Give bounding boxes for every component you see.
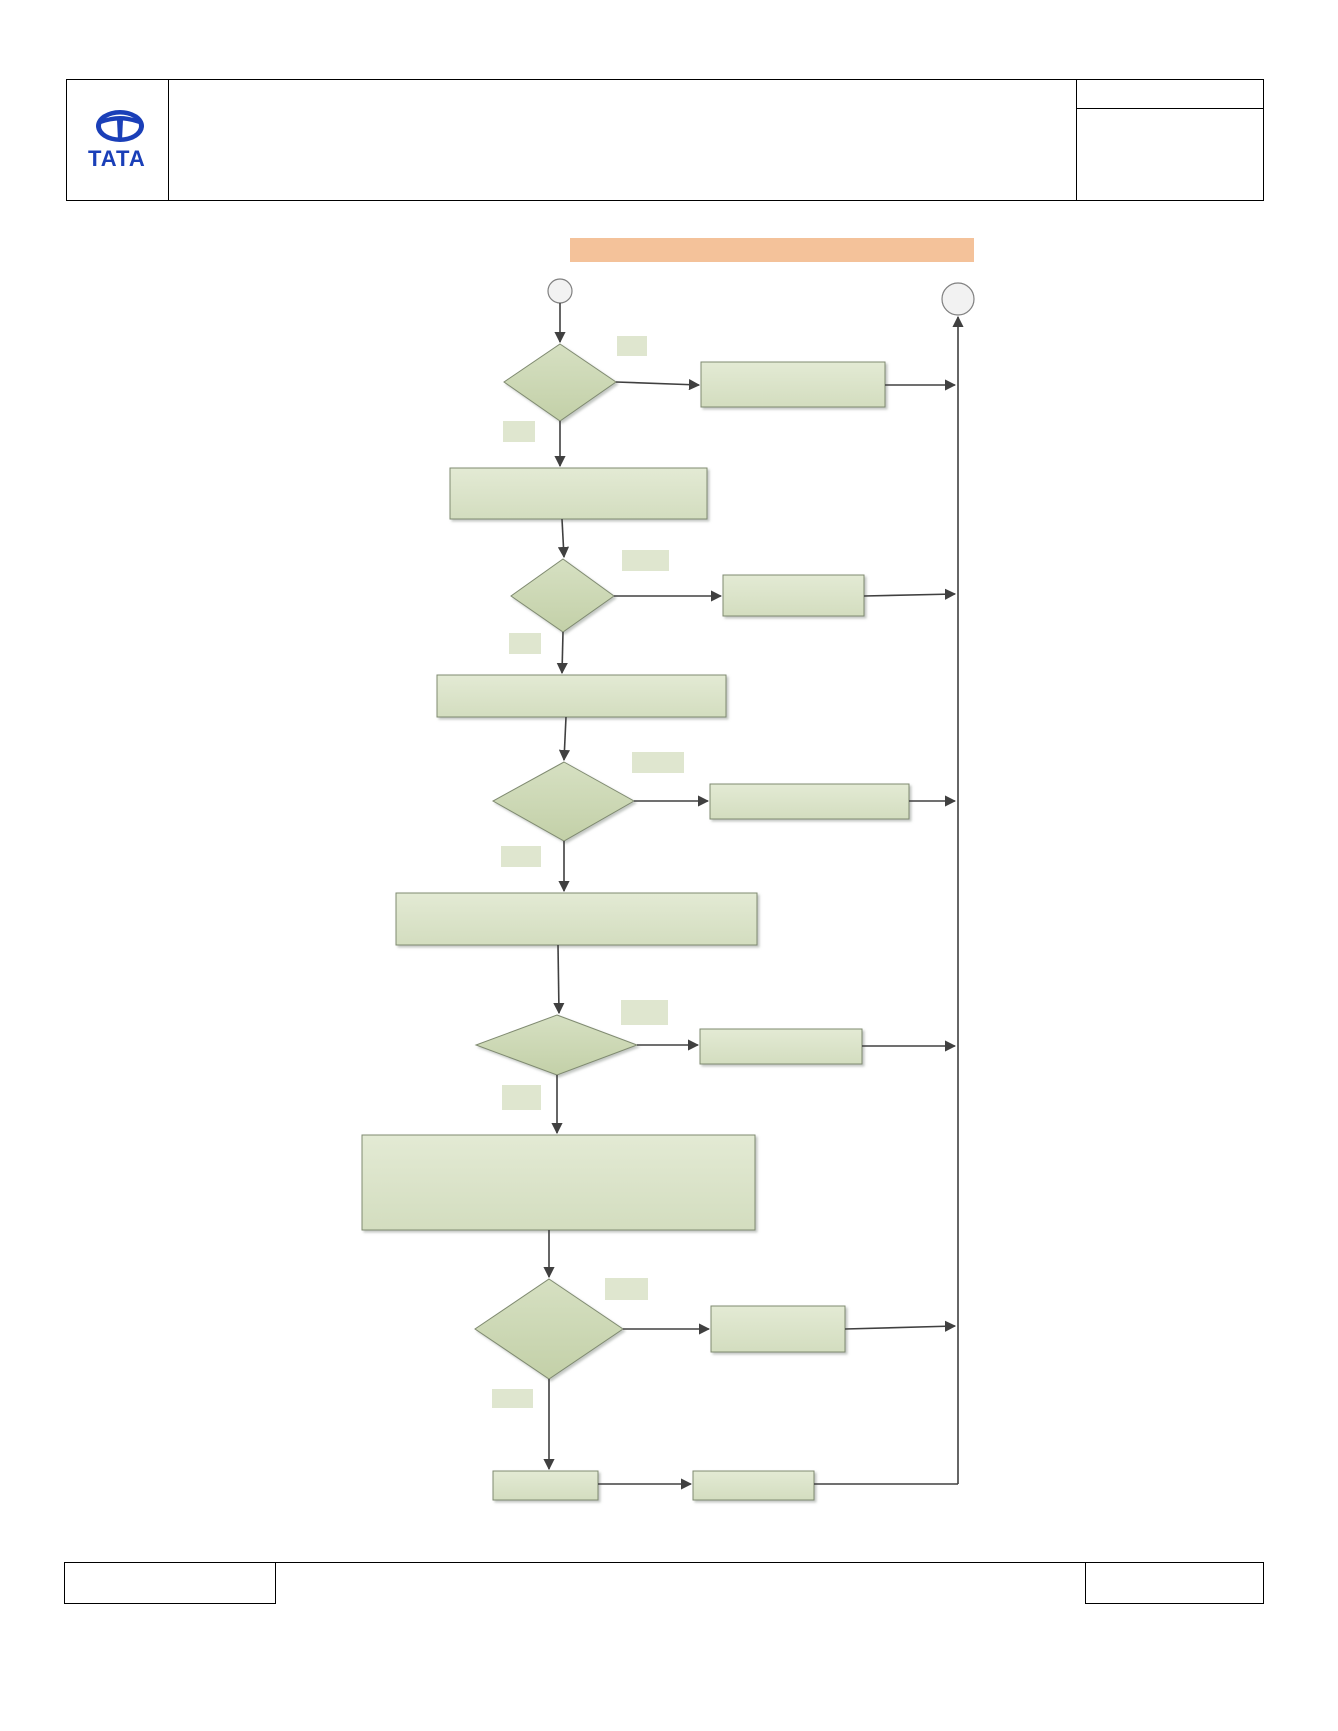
side-action-3	[709, 783, 910, 820]
end-terminator	[941, 282, 975, 316]
connector	[615, 379, 701, 391]
tata-logo-icon	[96, 110, 144, 142]
header-divider-meta	[1076, 108, 1264, 109]
header-divider-right	[1076, 79, 1077, 201]
decision-4	[474, 1014, 639, 1076]
no-label-1	[503, 421, 535, 442]
connector	[557, 518, 570, 559]
yes-label-4	[621, 1000, 668, 1025]
document-header	[66, 79, 1264, 201]
side-action-4	[699, 1028, 863, 1065]
side-action-5	[710, 1305, 846, 1353]
final-step-1	[492, 1470, 599, 1501]
yes-label-3	[632, 752, 684, 773]
side-action-1	[700, 361, 886, 408]
no-label-5	[492, 1389, 533, 1408]
process-box-3	[395, 892, 758, 946]
connector	[558, 716, 571, 762]
tata-logo-wordmark: TATA	[88, 146, 146, 171]
connector	[556, 631, 568, 675]
no-label-4	[502, 1085, 541, 1110]
side-action-2	[722, 574, 865, 617]
connector	[553, 944, 565, 1015]
yes-label-2	[622, 550, 669, 571]
decision-1	[503, 343, 617, 422]
no-label-2	[509, 633, 541, 654]
footer-right-box	[1085, 1562, 1264, 1604]
final-step-2	[692, 1470, 815, 1501]
footer-rule	[276, 1562, 1086, 1563]
yes-label-5	[605, 1278, 648, 1300]
start-terminator	[547, 278, 573, 304]
connector	[844, 1320, 957, 1332]
process-box-2	[436, 674, 727, 718]
process-box-1	[449, 467, 708, 520]
footer-left-box	[64, 1562, 276, 1604]
tata-logo: TATA	[86, 108, 158, 171]
decision-3	[491, 761, 636, 842]
decision-5	[474, 1278, 624, 1380]
no-label-3	[501, 846, 541, 867]
yes-label-1	[617, 336, 647, 356]
header-divider-left	[168, 79, 169, 201]
decision-2	[510, 558, 615, 633]
connector	[863, 588, 957, 600]
flowchart-title-banner	[570, 238, 974, 262]
process-box-4	[361, 1134, 756, 1231]
